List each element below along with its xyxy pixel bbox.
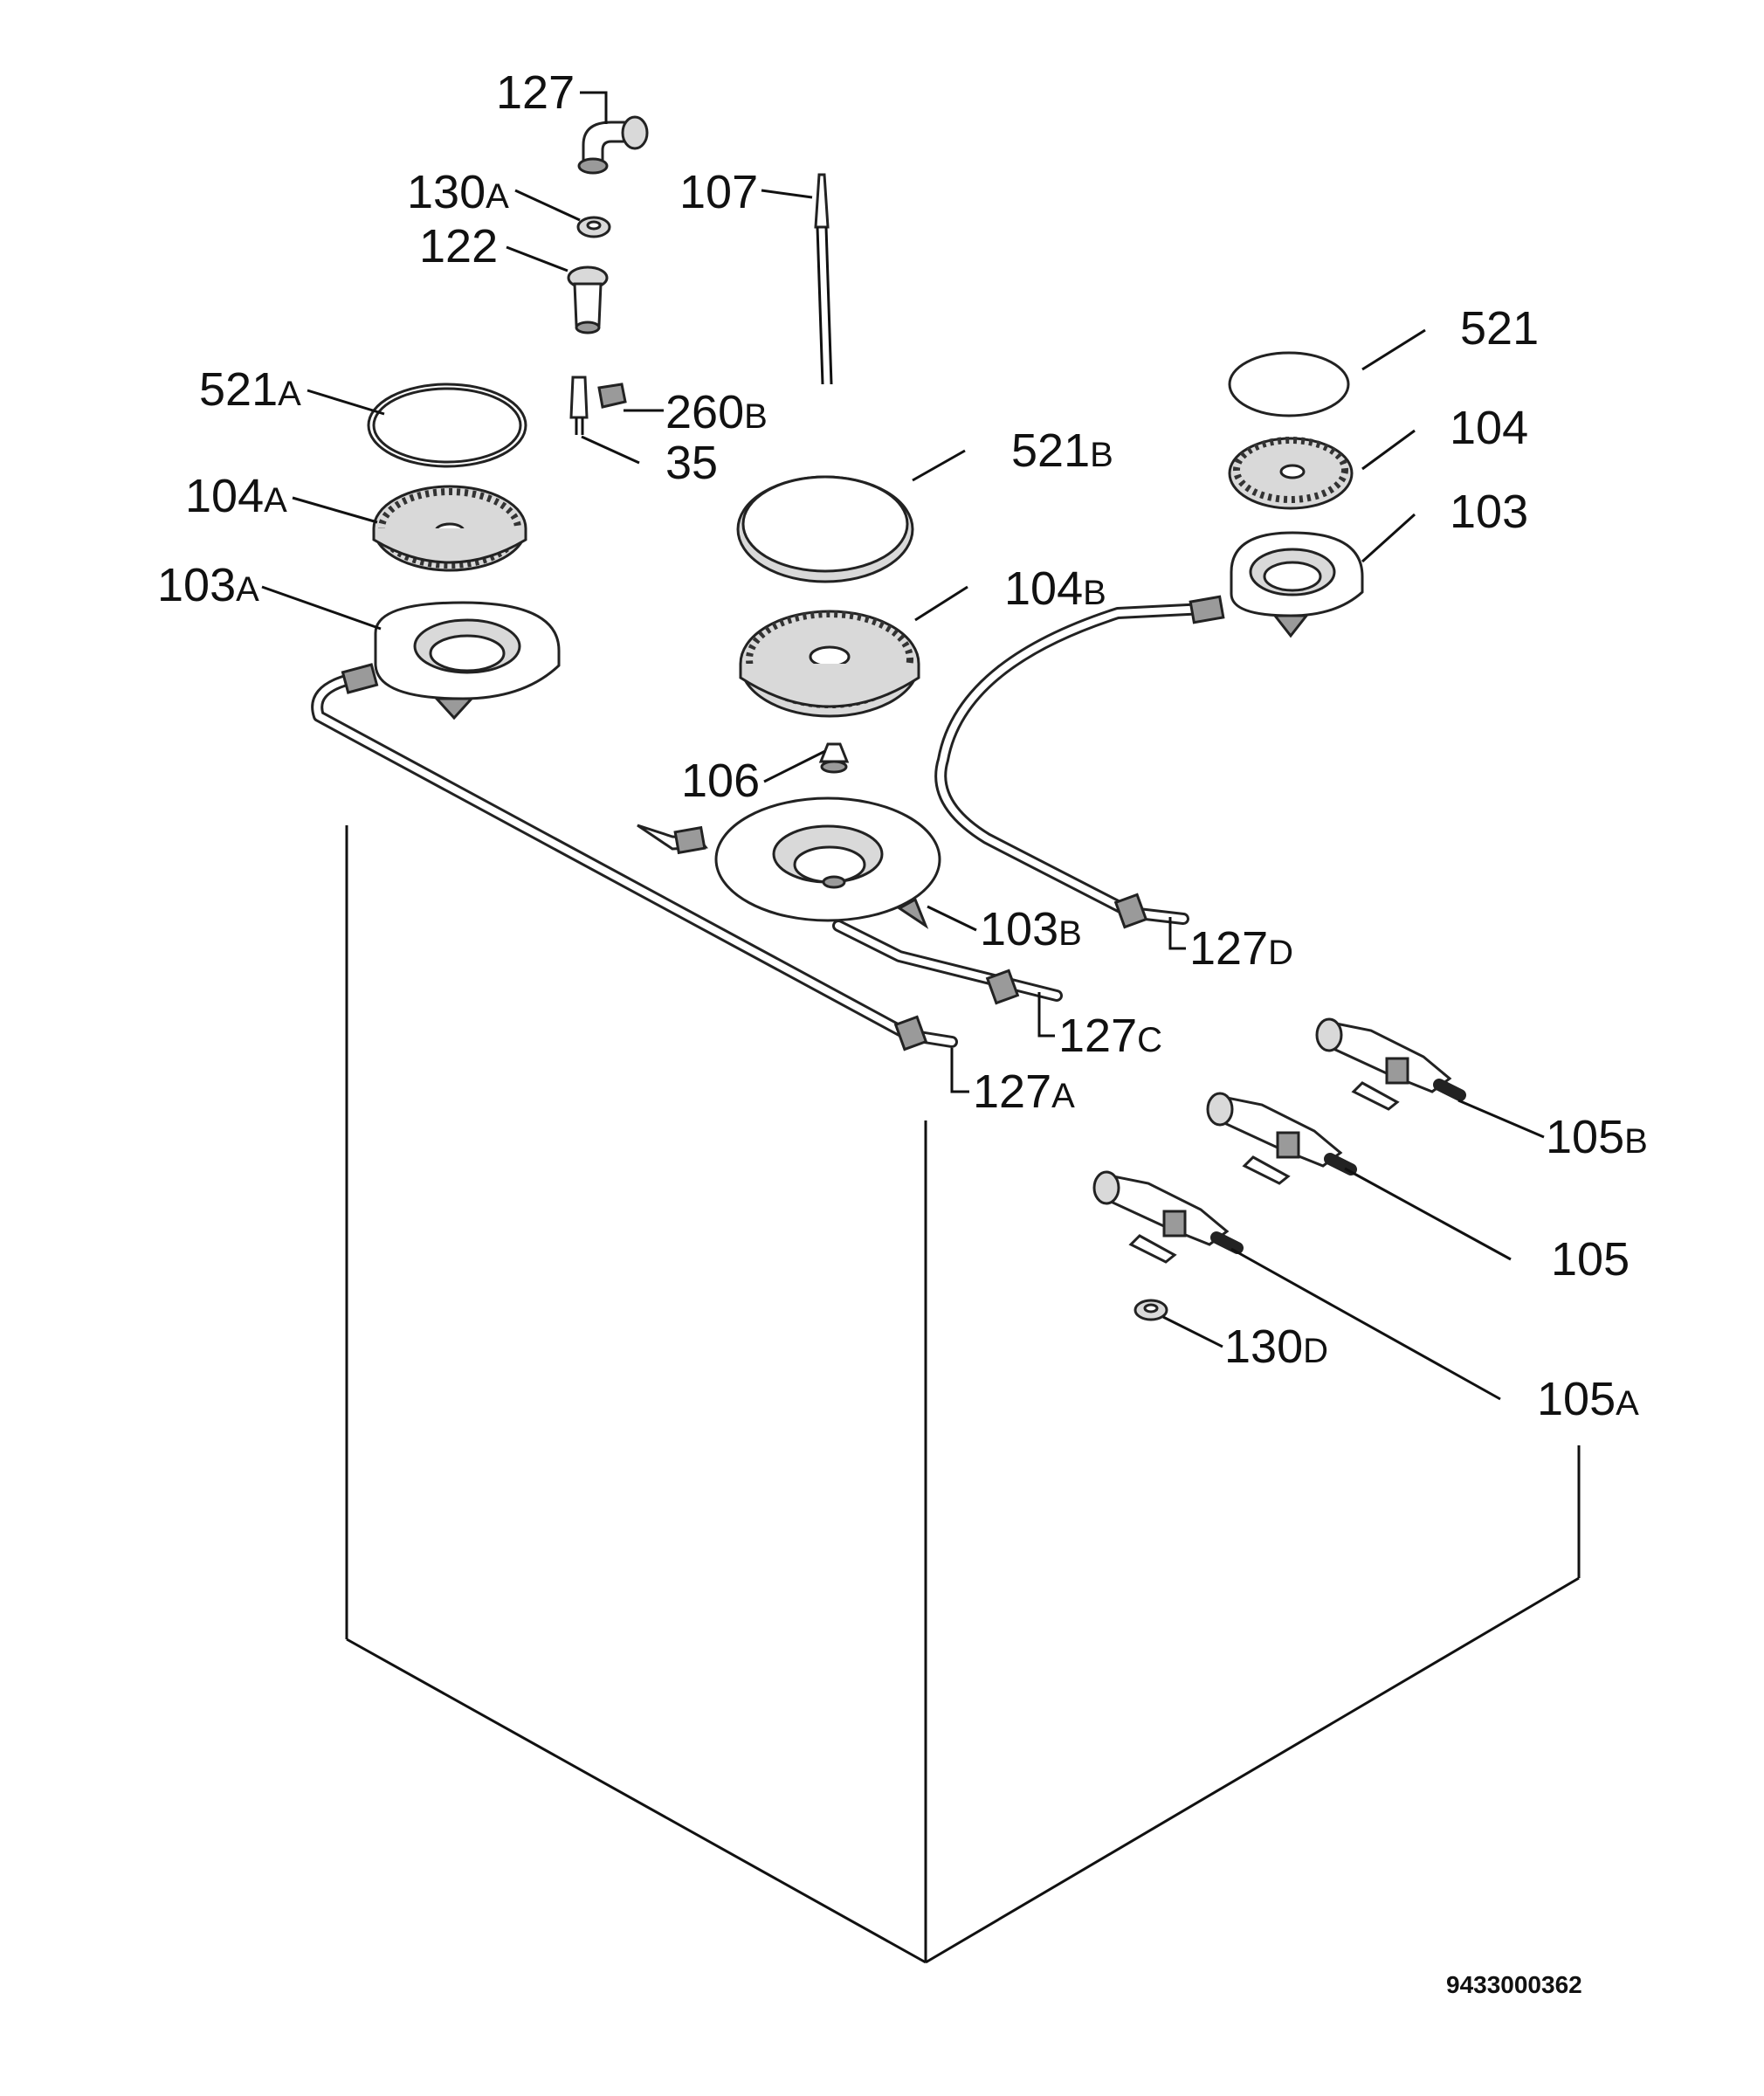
flame-spreader-104a: [372, 485, 527, 572]
fitting-122: [567, 265, 609, 334]
thermocouple-107: [814, 173, 833, 385]
callout-104a: 104A: [185, 470, 287, 522]
callout-130a: 130A: [407, 166, 509, 218]
callout-103a: 103A: [157, 559, 259, 611]
flame-spreader-104b: [739, 610, 920, 718]
elbow-fitting-127: [577, 115, 649, 175]
callout-127d: 127D: [1189, 922, 1293, 975]
clip-260b: [597, 383, 627, 409]
gas-pipe-127a: [311, 663, 958, 1051]
callout-104: 104: [1450, 402, 1528, 454]
burner-cap-521b: [736, 475, 914, 583]
callout-521: 521: [1460, 302, 1539, 355]
callout-35: 35: [665, 437, 718, 489]
callout-105a: 105A: [1537, 1373, 1639, 1425]
leader-lines: [261, 91, 1545, 1401]
washer-130a: [576, 216, 611, 238]
burner-cap-521a: [367, 383, 527, 468]
flame-spreader-104: [1228, 437, 1354, 510]
callout-127: 127: [496, 66, 575, 119]
callout-130d: 130D: [1224, 1320, 1328, 1373]
gas-tap-105: [1206, 1092, 1357, 1185]
callout-521b: 521B: [1011, 424, 1113, 477]
gas-pipe-127c: [637, 824, 1063, 1005]
cabinet-outline: [345, 825, 1581, 1964]
callout-260b: 260B: [665, 386, 768, 438]
ignition-plug-35: [569, 376, 589, 435]
callout-105: 105: [1551, 1233, 1630, 1286]
callout-122: 122: [419, 220, 498, 272]
washer-130d: [1134, 1299, 1168, 1321]
burner-base-103: [1230, 531, 1364, 638]
callout-105b: 105B: [1546, 1111, 1648, 1163]
callout-labels: 127 130A 122 107 521A 260B 35 521 104 52…: [157, 66, 1648, 1425]
drawing-code: 9433000362: [1446, 1971, 1582, 1998]
callout-103: 103: [1450, 486, 1528, 538]
callout-107: 107: [679, 166, 758, 218]
callout-106: 106: [681, 755, 760, 807]
gas-pipe-127d: [934, 595, 1225, 929]
callout-521a: 521A: [199, 363, 301, 416]
burner-base-103b: [714, 796, 941, 929]
callout-127c: 127C: [1058, 1010, 1162, 1062]
gas-tap-105b: [1315, 1017, 1466, 1111]
burner-cap-521: [1228, 351, 1350, 417]
burner-base-103a: [374, 601, 561, 720]
injector-106: [818, 742, 850, 774]
callout-103b: 103B: [980, 903, 1082, 955]
callout-104b: 104B: [1004, 562, 1106, 615]
callout-127a: 127A: [973, 1065, 1075, 1118]
gas-tap-105a: [1092, 1170, 1244, 1264]
